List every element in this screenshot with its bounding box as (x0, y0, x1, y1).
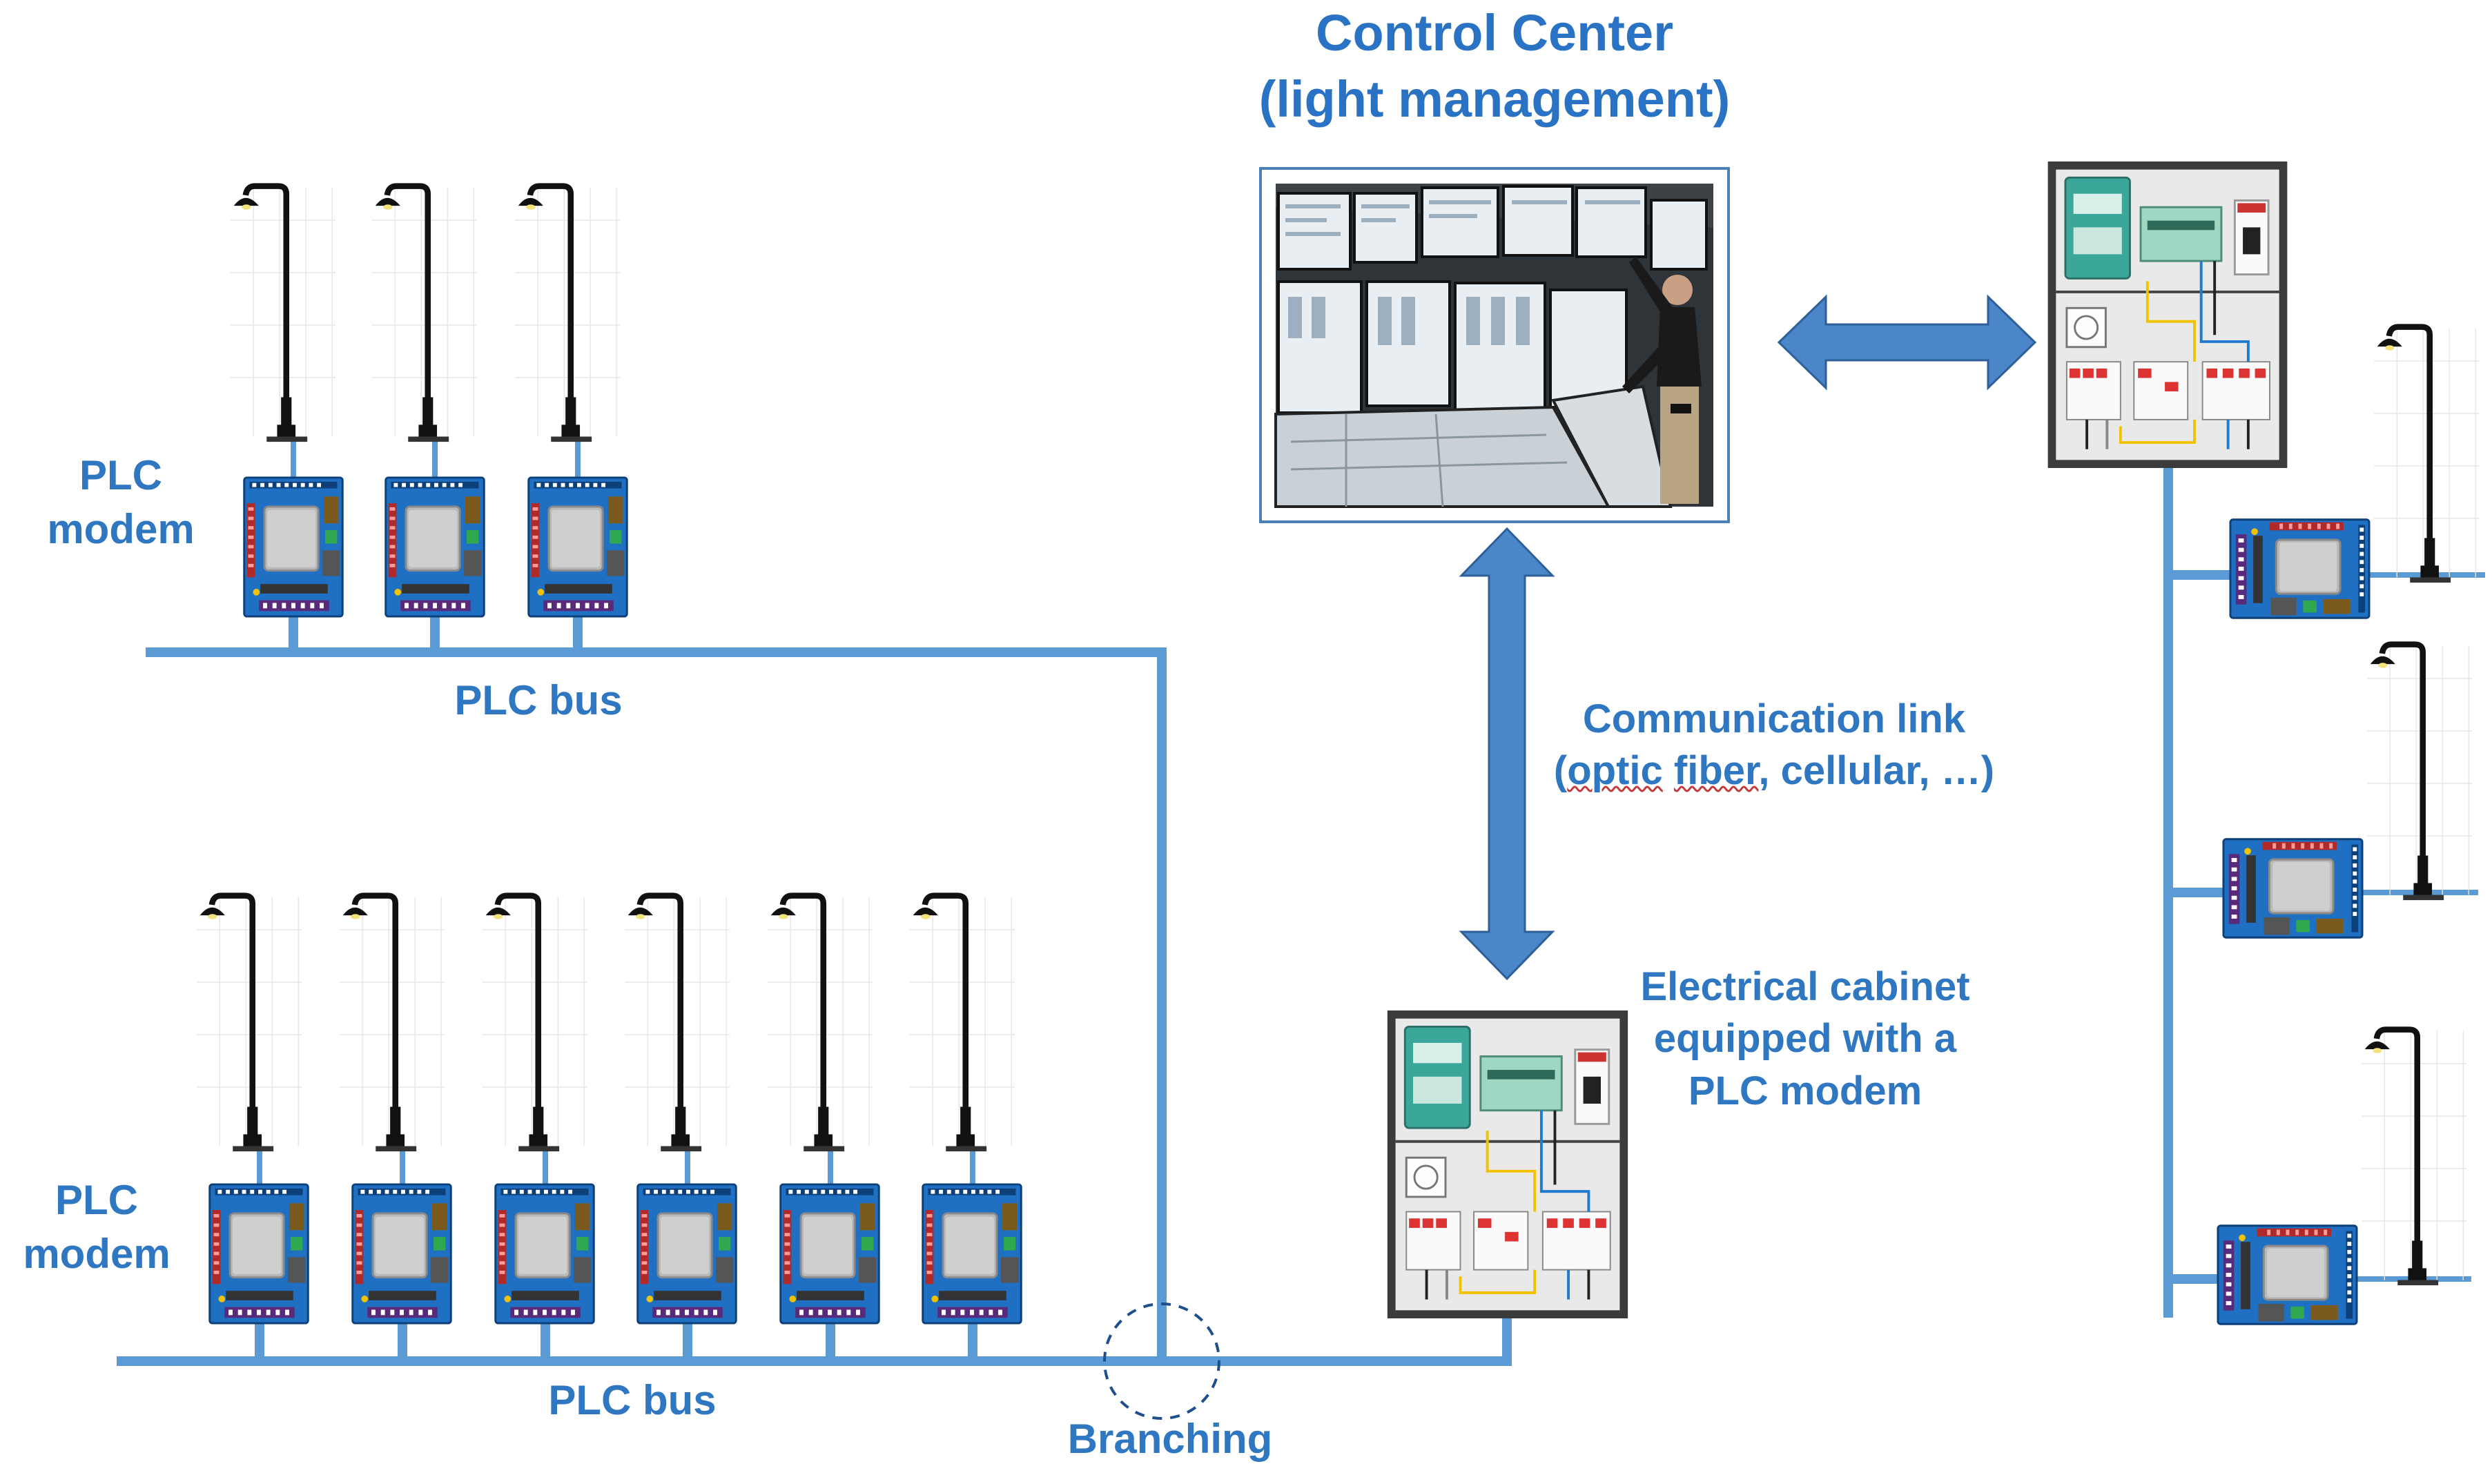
street-lamp-icon (2362, 1030, 2466, 1286)
street-lamp-icon (197, 896, 302, 1152)
branching-label: Branching (1067, 1416, 1273, 1462)
title-line-1: Control Center (1316, 4, 1673, 61)
plc-modem-board-icon (208, 1183, 309, 1325)
electrical-cabinet-label: Electrical cabinet equipped with a PLC m… (1640, 964, 1970, 1113)
street-lamp-icon (2367, 645, 2472, 901)
street-lamp-icon (372, 186, 477, 442)
plc-bus-label-top: PLC bus (454, 677, 623, 723)
control-center-title: Control Center (light management) (1201, 0, 1788, 133)
street-lamp-icon (910, 896, 1015, 1152)
bidirectional-arrow-vertical (1459, 527, 1555, 981)
plc-modem-board-icon (243, 476, 344, 618)
plc-modem-board-icon (2217, 1224, 2358, 1325)
plc-modem-board-icon (779, 1183, 880, 1325)
branching-marker (1103, 1302, 1220, 1420)
street-lamp-icon (515, 186, 620, 442)
plc-modem-board-icon (527, 476, 628, 618)
street-lamp-icon (340, 896, 445, 1152)
communication-link-label: Communication link (optic fiber, cellula… (1553, 696, 1995, 794)
top-lamp-group (231, 186, 628, 618)
bottom-lamp-group (197, 896, 1022, 1325)
street-lamp-icon (2374, 327, 2479, 583)
plc-modem-label-top: PLC modem (47, 452, 195, 552)
plc-modem-board-icon (384, 476, 485, 618)
street-lamp-icon (483, 896, 587, 1152)
plc-modem-board-icon (494, 1183, 595, 1325)
control-room-photo (1259, 167, 1730, 523)
bidirectional-arrow-horizontal (1777, 294, 2037, 391)
title-line-2: (light management) (1258, 70, 1731, 128)
plc-modem-board-icon (636, 1183, 737, 1325)
plc-modem-board-icon (2222, 838, 2364, 939)
electrical-cabinet-icon (2048, 162, 2288, 468)
plc-modem-board-icon (351, 1183, 452, 1325)
street-lamp-icon (625, 896, 730, 1152)
plc-modem-label-bottom: PLC modem (23, 1177, 171, 1277)
plc-modem-board-icon (2229, 518, 2371, 619)
top-plc-bus (146, 647, 1167, 1366)
street-lamp-icon (768, 896, 873, 1152)
plc-bus-lines (117, 451, 2237, 1366)
right-lamp-group (2217, 327, 2479, 1325)
plc-bus-label-bottom: PLC bus (548, 1377, 717, 1423)
plc-modem-board-icon (922, 1183, 1022, 1325)
street-lamp-icon (231, 186, 335, 442)
